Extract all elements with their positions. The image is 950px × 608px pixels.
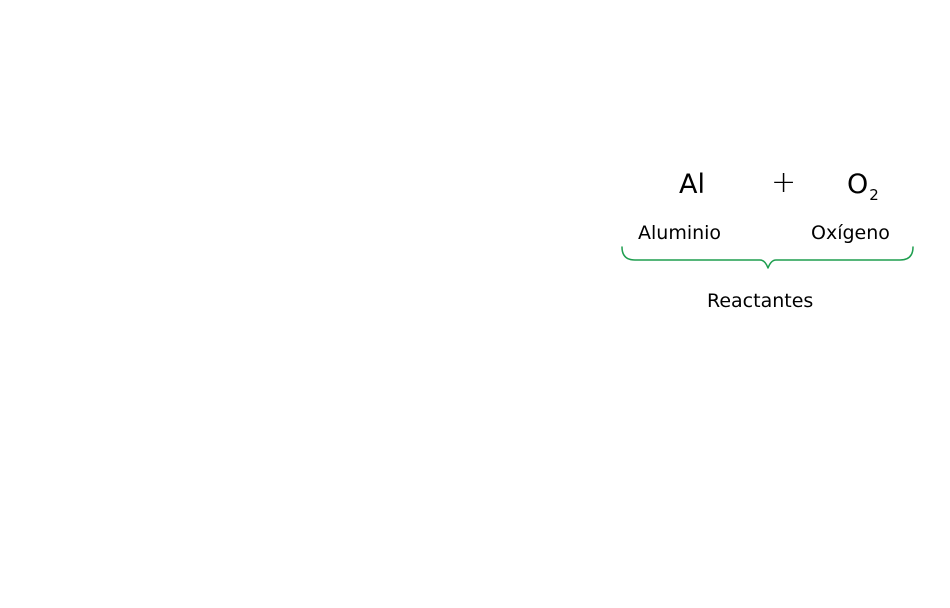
oxygen-formula: O2: [847, 171, 879, 203]
aluminum-formula: Al: [679, 171, 705, 198]
oxygen-symbol: O: [847, 169, 869, 200]
plus-operator: +: [771, 165, 797, 200]
oxygen-name: Oxígeno: [811, 222, 890, 244]
brace-path: [621, 246, 914, 269]
oxygen-subscript: 2: [869, 186, 879, 204]
aluminum-name: Aluminio: [638, 222, 722, 244]
aluminum-symbol: Al: [679, 169, 705, 200]
reactants-label: Reactantes: [707, 290, 814, 312]
